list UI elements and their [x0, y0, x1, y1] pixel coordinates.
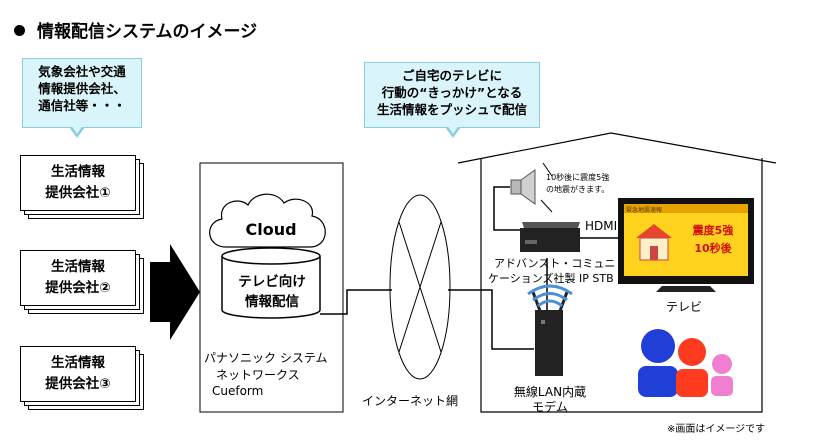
title-bullet — [14, 25, 25, 36]
tv-screen-headline-1: 震度5強 — [692, 224, 734, 237]
callout-left-tail — [69, 125, 85, 138]
tv-icon — [618, 198, 754, 292]
callout-right-line-1: ご自宅のテレビに — [401, 68, 502, 83]
house-outline — [457, 132, 777, 413]
big-arrow-icon — [150, 244, 200, 340]
hdmi-label: HDMI — [585, 219, 618, 233]
link-speaker-to-stb — [493, 186, 522, 231]
modem-label-2: モデム — [532, 400, 568, 414]
cloud-label: Cloud — [245, 220, 297, 239]
callout-left-line-1: 気象会社や交通 — [38, 64, 126, 79]
provider-stack-2: 生活情報提供会社② — [20, 250, 144, 314]
callout-left-line-3: 通信社等・・・ — [38, 98, 126, 113]
callout-left-line-2: 情報提供会社、 — [38, 81, 126, 96]
server-company-line-3: Cueform — [212, 384, 264, 398]
callout-info-sources: 気象会社や交通 情報提供会社、 通信社等・・・ — [22, 58, 142, 138]
link-internet-to-modem — [448, 289, 534, 350]
footnote: ※画面はイメージです — [667, 424, 766, 435]
callout-right-tail — [445, 125, 461, 138]
server-company-line-2: ネットワークス — [216, 368, 300, 382]
provider-label-3: 生活情報提供会社③ — [45, 355, 111, 392]
internet-label: インターネット網 — [362, 394, 459, 408]
modem-icon — [531, 291, 569, 376]
speaker-text-1: 10秒後に震度5強 — [546, 173, 610, 182]
callout-right-line-3: 生活情報をプッシュで配信 — [376, 102, 527, 117]
provider-label-1: 生活情報提供会社① — [45, 164, 111, 201]
stb-label-1: アドバンスト・コミュニ — [494, 257, 616, 270]
tv-label: テレビ — [666, 300, 703, 314]
provider-stack-3: 生活情報提供会社③ — [20, 346, 144, 410]
title-text: 情報配信システムのイメージ — [37, 22, 258, 42]
speaker-text-2: の地震がきます。 — [546, 185, 610, 194]
wifi-signal-icon — [527, 284, 573, 308]
modem-label-1: 無線LAN内蔵 — [513, 385, 587, 399]
link-db-to-internet — [320, 289, 392, 315]
family-icon — [638, 329, 733, 397]
speaker-icon — [510, 169, 536, 205]
page-title: 情報配信システムのイメージ — [14, 17, 257, 42]
tv-screen-header: 緊急地震速報 — [626, 207, 663, 214]
stb-label-2: ケーションズ社製 IP STB — [488, 272, 614, 285]
db-label-2: 情報配信 — [245, 294, 299, 310]
stb-device-icon — [520, 222, 580, 252]
cloud-icon — [209, 193, 326, 248]
database-icon — [221, 247, 321, 319]
callout-push-delivery: ご自宅のテレビに 行動の“きっかけ”となる 生活情報をプッシュで配信 — [364, 62, 540, 138]
tv-screen-headline-2: 10秒後 — [694, 242, 732, 255]
internet-network-icon — [389, 194, 451, 380]
server-company-line-1: パナソニック システム — [204, 351, 328, 365]
provider-stack-1: 生活情報提供会社① — [20, 155, 144, 219]
provider-label-2: 生活情報提供会社② — [45, 259, 111, 296]
db-label-1: テレビ向け — [238, 274, 306, 290]
callout-right-line-2: 行動の“きっかけ”となる — [381, 85, 523, 100]
